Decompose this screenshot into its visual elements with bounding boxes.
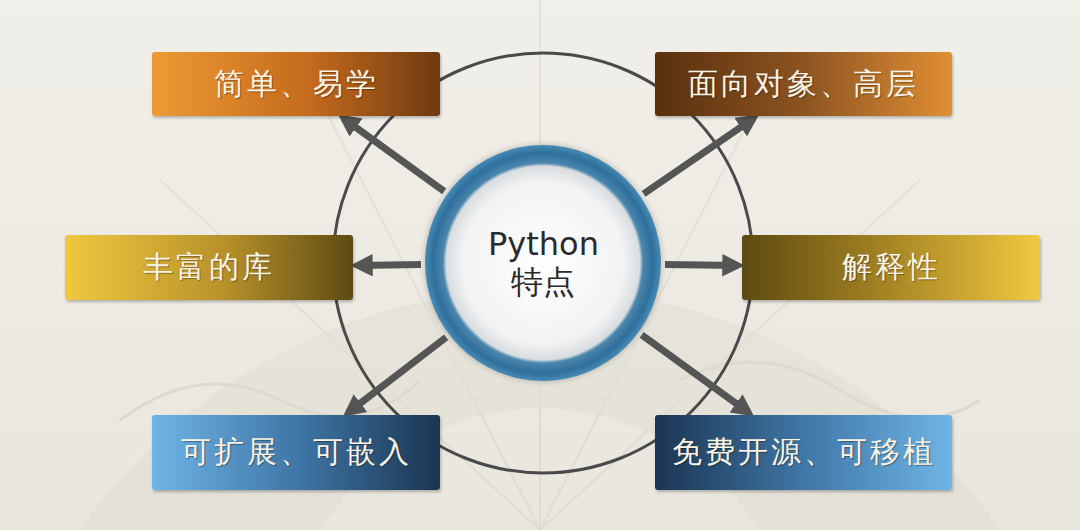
center-label: Python 特点 [488,225,598,302]
feature-label: 面向对象、高层 [688,64,919,105]
feature-box: 可扩展、可嵌入 [152,415,440,490]
arrow-connector [642,335,749,413]
center-circle: Python 特点 [425,145,661,381]
feature-box: 解释性 [742,235,1040,300]
arrow-connector [343,118,444,191]
feature-box: 丰富的库 [65,235,353,300]
arrow-connector [665,261,738,269]
fan-painting [80,0,1000,530]
feature-label: 免费开源、可移植 [672,432,936,473]
feature-box: 简单、易学 [152,52,440,116]
feature-box: 免费开源、可移植 [655,415,952,490]
feature-label: 解释性 [842,247,941,288]
feature-label: 简单、易学 [214,64,379,105]
feature-label: 可扩展、可嵌入 [181,432,412,473]
arrow-connector [644,118,754,194]
arrow-connector [357,261,421,269]
feature-label: 丰富的库 [143,247,275,288]
outer-ring [333,53,753,473]
feature-box: 面向对象、高层 [655,52,952,116]
arrow-connector [348,337,446,412]
